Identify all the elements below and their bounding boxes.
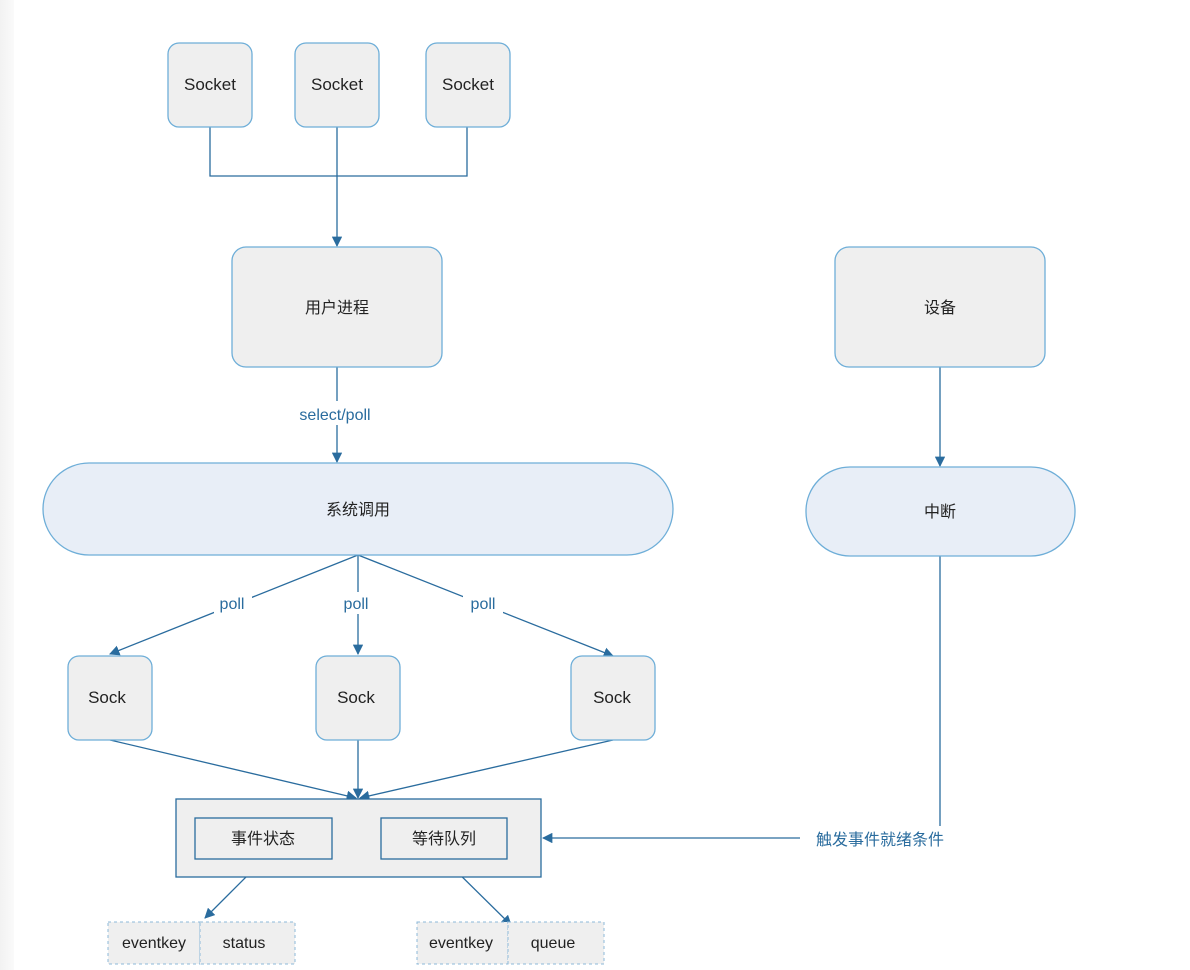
sock-node-2: Sock xyxy=(315,655,401,741)
svg-text:poll: poll xyxy=(344,596,369,613)
interrupt-node: 中断 xyxy=(805,466,1076,557)
edge-sock3-to-container xyxy=(358,739,614,801)
label-poll-left: poll xyxy=(214,592,252,614)
svg-text:poll: poll xyxy=(220,596,245,613)
svg-text:事件状态: 事件状态 xyxy=(231,829,295,848)
svg-text:触发事件就绪条件: 触发事件就绪条件 xyxy=(816,830,944,849)
sock-node-3: Sock xyxy=(570,655,656,741)
label-poll-right: poll xyxy=(463,592,503,614)
svg-text:Socket: Socket xyxy=(442,75,494,94)
label-trigger-ready: 触发事件就绪条件 xyxy=(800,826,960,850)
svg-text:select/poll: select/poll xyxy=(299,407,370,424)
svg-text:queue: queue xyxy=(531,935,576,952)
svg-text:设备: 设备 xyxy=(924,298,956,317)
svg-text:Socket: Socket xyxy=(311,75,363,94)
socket-node-2: Socket xyxy=(294,42,380,128)
label-poll-middle: poll xyxy=(336,592,376,614)
label-select-poll: select/poll xyxy=(286,401,386,425)
edge-sock1-to-container xyxy=(109,739,358,801)
svg-text:Sock: Sock xyxy=(88,688,126,707)
svg-text:用户进程: 用户进程 xyxy=(305,298,369,317)
page-gutter xyxy=(0,0,14,970)
socket-node-1: Socket xyxy=(167,42,253,128)
svg-text:中断: 中断 xyxy=(924,502,956,521)
user-process-node: 用户进程 xyxy=(231,246,443,368)
socket-node-3: Socket xyxy=(425,42,511,128)
queue-cell: queue xyxy=(507,921,605,965)
svg-text:poll: poll xyxy=(471,596,496,613)
device-node: 设备 xyxy=(834,246,1046,368)
svg-text:Sock: Sock xyxy=(593,688,631,707)
event-status-box: 事件状态 xyxy=(194,817,333,860)
svg-text:系统调用: 系统调用 xyxy=(326,500,390,519)
status-cell: status xyxy=(199,921,296,965)
svg-text:status: status xyxy=(223,935,266,952)
svg-text:等待队列: 等待队列 xyxy=(412,829,476,848)
svg-text:Socket: Socket xyxy=(184,75,236,94)
eventkey-cell-1: eventkey xyxy=(107,921,201,965)
wait-queue-box: 等待队列 xyxy=(380,817,508,860)
eventkey-cell-2: eventkey xyxy=(416,921,509,965)
svg-text:eventkey: eventkey xyxy=(122,935,186,952)
svg-text:eventkey: eventkey xyxy=(429,935,493,952)
system-call-node: 系统调用 xyxy=(42,462,674,556)
edge-socket1-to-bus xyxy=(209,127,468,177)
svg-text:Sock: Sock xyxy=(337,688,375,707)
sock-node-1: Sock xyxy=(67,655,153,741)
